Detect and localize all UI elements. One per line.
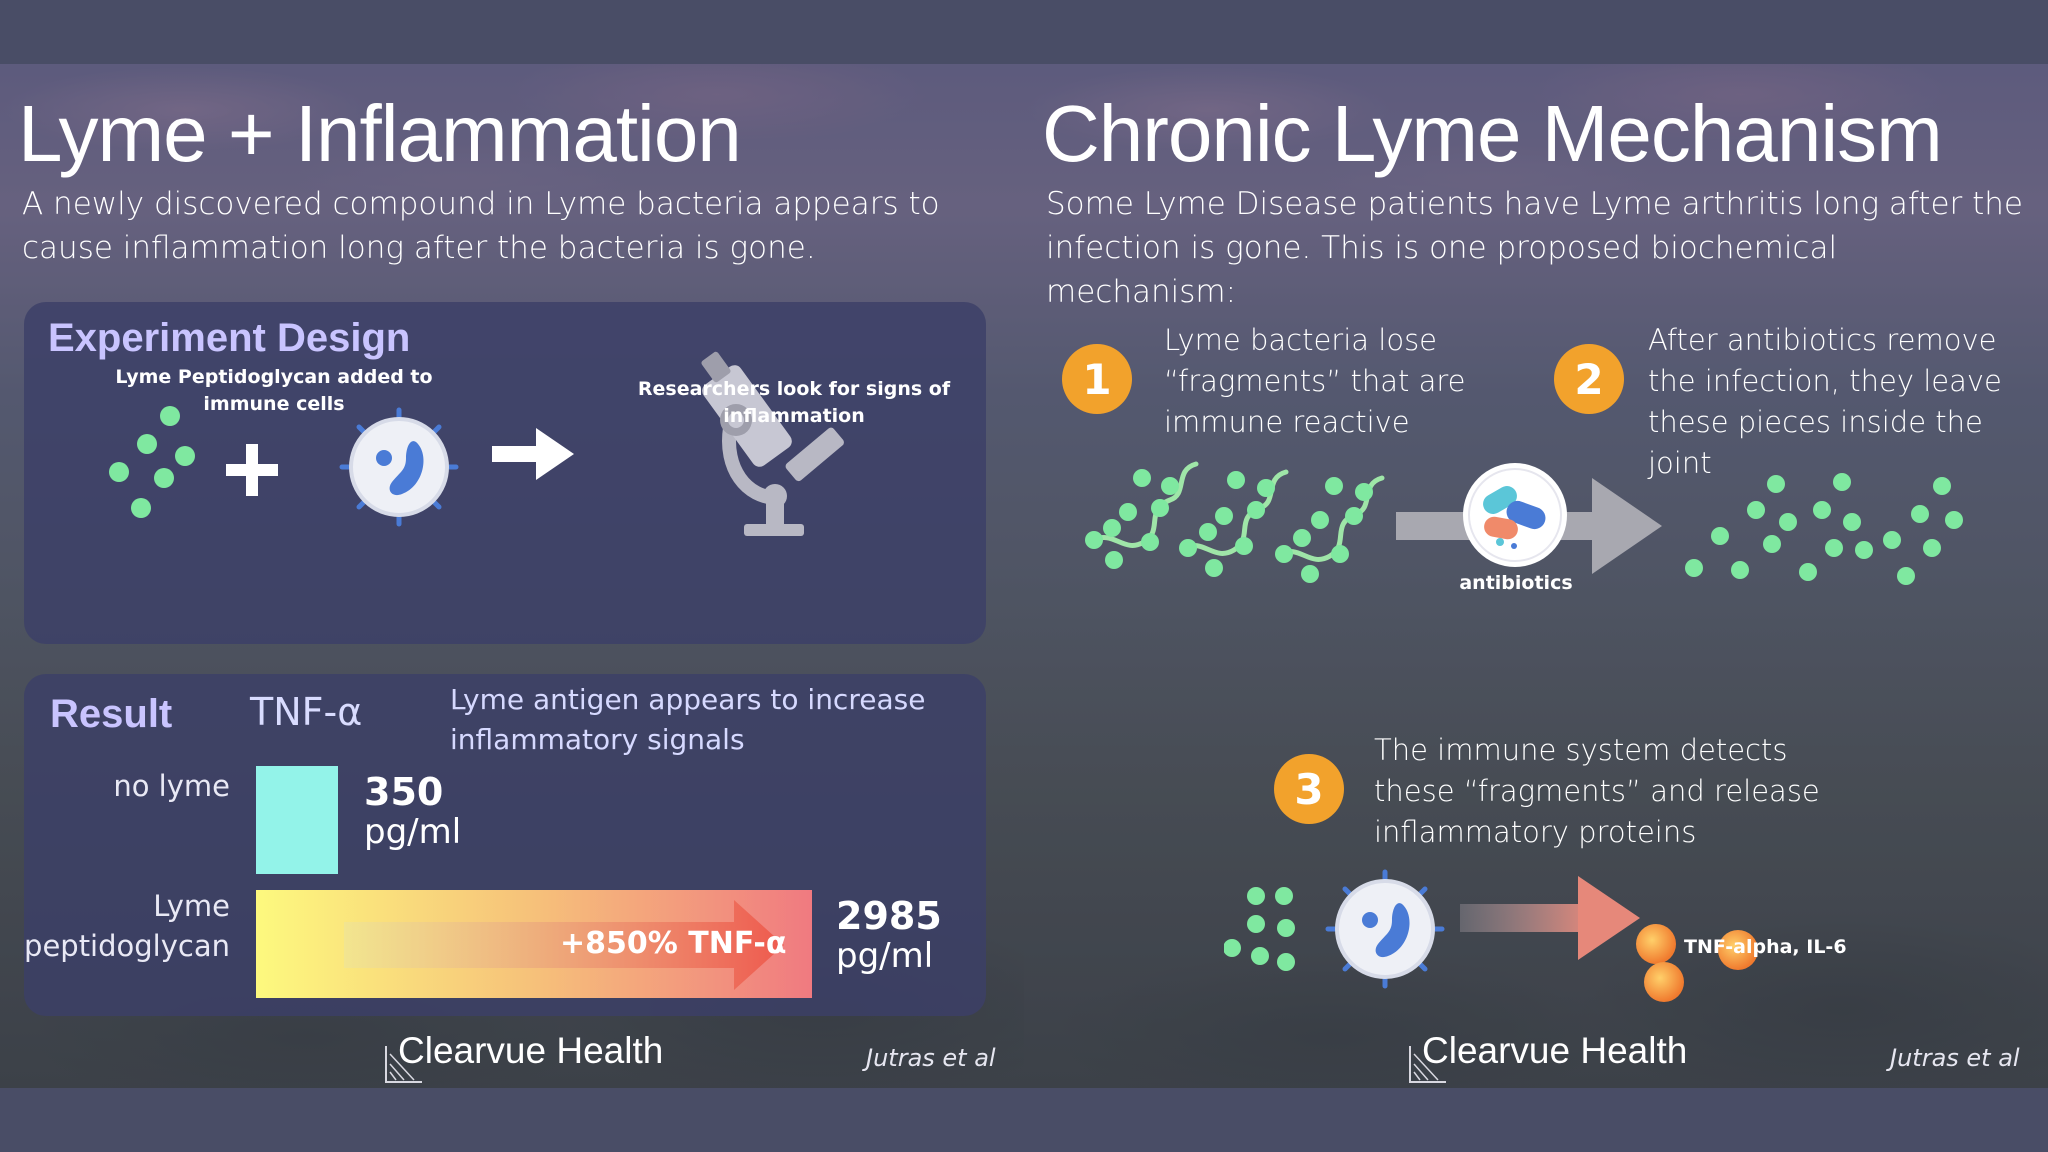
bottom-band [0, 1088, 2048, 1152]
proteins-label: TNF-alpha, IL-6 [1684, 936, 1847, 958]
leftover-fragments-icon [1685, 473, 1963, 585]
step-1-text: Lyme bacteria lose “fragments” that are … [1164, 323, 1466, 439]
caption-look-for-inflammation: Researchers look for signs of inflammati… [637, 378, 951, 427]
left-panel: Lyme + Inflammation A newly discovered c… [0, 64, 1024, 1088]
microscope-icon [701, 351, 844, 536]
bar-lyme-peptidoglycan: +850% TNF-α [256, 890, 812, 998]
result-heading: Result [50, 692, 173, 736]
step-1-badge: 1 [1062, 344, 1132, 414]
left-subtitle: A newly discovered compound in Lyme bact… [22, 186, 940, 266]
immune-cell-icon [1325, 869, 1445, 989]
footer-cite-left: Jutras et al [866, 1044, 996, 1072]
bar-unit-no-lyme: pg/ml [364, 812, 462, 852]
measure-label: TNF-α [250, 690, 363, 734]
bar-label-lyme-peptidoglycan: Lyme peptidoglycan [24, 889, 230, 963]
inflammatory-proteins-icon [1636, 924, 1758, 1002]
left-title: Lyme + Inflammation [18, 89, 742, 178]
arrow-right-icon [492, 428, 574, 480]
step-2-text: After antibiotics remove the infection, … [1648, 323, 2002, 480]
step-2-badge: 2 [1554, 344, 1624, 414]
increase-arrow-icon [344, 900, 784, 990]
result-card: Result TNF-α Lyme antigen appears to inc… [24, 674, 986, 1016]
footer-brand-left: Clearvue Health [398, 1030, 664, 1071]
footer-brand-right: Clearvue Health [1422, 1030, 1688, 1071]
bacteria-fragments-icon [1085, 461, 1385, 583]
right-title: Chronic Lyme Mechanism [1042, 89, 1943, 178]
antibiotics-label: antibiotics [1459, 572, 1573, 594]
footer-cite-right: Jutras et al [1890, 1044, 2020, 1072]
clearvue-logo-icon [385, 1046, 422, 1083]
plus-icon [226, 444, 278, 496]
bar-unit-lyme-peptidoglycan: pg/ml [836, 936, 934, 976]
release-arrow-icon [1460, 876, 1640, 960]
step-3-badge: 3 [1274, 754, 1344, 824]
experiment-card: Experiment Design [24, 302, 986, 644]
bar-label-no-lyme: no lyme [113, 769, 230, 803]
increase-label: +850% TNF-α [560, 926, 787, 961]
antibiotics-pills-icon [1463, 463, 1567, 567]
bar-no-lyme [256, 766, 338, 874]
right-subtitle: Some Lyme Disease patients have Lyme art… [1046, 186, 2023, 310]
experiment-heading: Experiment Design [48, 316, 411, 360]
clearvue-logo-icon [1409, 1046, 1446, 1083]
fragments-small-icon [1224, 887, 1295, 971]
field-background [1024, 64, 2048, 1088]
step-3-text: The immune system detects these “fragmen… [1374, 733, 1820, 849]
bar-value-no-lyme: 350 [364, 770, 444, 814]
bar-value-lyme-peptidoglycan: 2985 [836, 894, 942, 938]
immune-cell-icon [339, 407, 459, 527]
right-panel: Chronic Lyme Mechanism Some Lyme Disease… [1024, 64, 2048, 1088]
peptidoglycan-dots-icon [109, 406, 195, 518]
caption-added-to-cells: Lyme Peptidoglycan added to immune cells [115, 366, 433, 415]
top-band [0, 0, 2048, 64]
result-note: Lyme antigen appears to increase inflamm… [450, 683, 926, 756]
